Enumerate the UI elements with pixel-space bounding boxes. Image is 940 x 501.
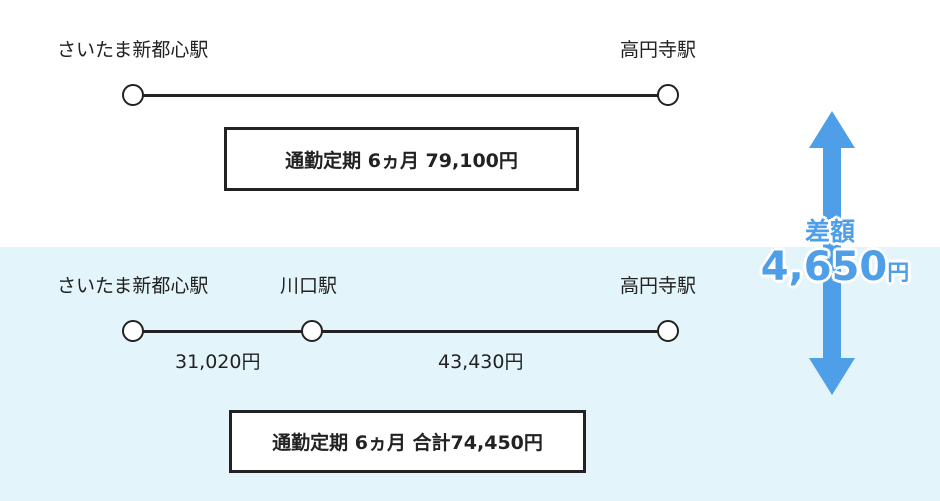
direct-destination-label: 高円寺駅 xyxy=(620,39,697,61)
difference-unit: 円 xyxy=(887,261,910,286)
split-fare-label: 通勤定期 6ヵ月 合計74,450円 xyxy=(272,432,543,454)
arrow-shaft xyxy=(823,147,841,359)
split-destination-label: 高円寺駅 xyxy=(620,275,697,297)
direct-route-line xyxy=(133,94,668,97)
difference-amount: 4,650円 xyxy=(760,245,910,289)
direct-fare-box: 通勤定期 6ヵ月 79,100円 xyxy=(224,127,579,191)
difference-label: 差額 xyxy=(804,217,855,246)
split-route-line xyxy=(133,330,668,333)
split-destination-node xyxy=(657,320,679,342)
split-origin-node xyxy=(122,320,144,342)
split-transfer-label: 川口駅 xyxy=(280,275,338,297)
direct-fare-label: 通勤定期 6ヵ月 79,100円 xyxy=(285,149,518,172)
segment1-fare: 31,020円 xyxy=(175,351,261,373)
direct-origin-node xyxy=(122,84,144,106)
difference-value: 4,650 xyxy=(760,244,888,290)
segment2-fare: 43,430円 xyxy=(438,351,524,373)
arrow-up-head xyxy=(809,111,855,148)
split-transfer-node xyxy=(301,320,323,342)
direct-destination-node xyxy=(657,84,679,106)
split-origin-label: さいたま新都心駅 xyxy=(57,275,209,297)
arrow-down-head xyxy=(809,358,855,395)
split-fare-box: 通勤定期 6ヵ月 合計74,450円 xyxy=(229,410,586,473)
direct-origin-label: さいたま新都心駅 xyxy=(57,39,209,61)
